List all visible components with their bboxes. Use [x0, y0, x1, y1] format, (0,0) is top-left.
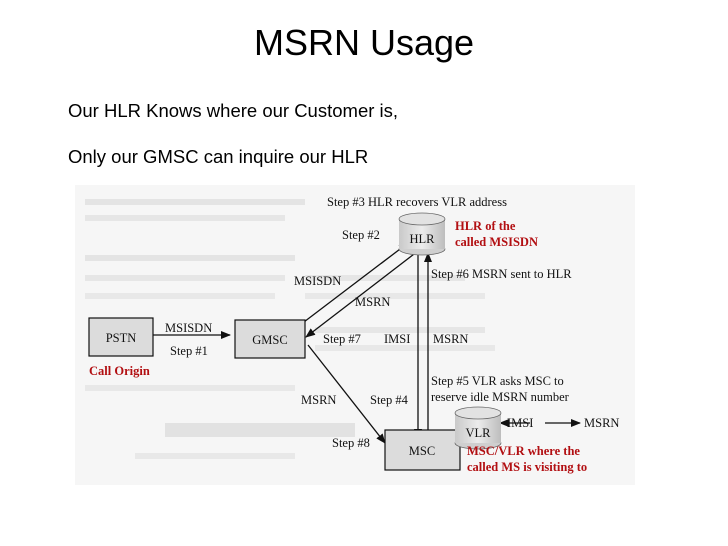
- slide-title: MSRN Usage: [253, 22, 475, 63]
- label-msisdn-gmsc-hlr: MSISDN: [294, 274, 341, 288]
- node-msc: MSC: [384, 429, 461, 471]
- msc-label: MSC: [409, 444, 435, 458]
- label-step6: Step #6 MSRN sent to HLR: [431, 267, 572, 281]
- label-msrn-msc-hlr: MSRN: [433, 332, 468, 346]
- bullet-line-2: Only our GMSC can inquire our HLR: [68, 146, 369, 167]
- node-vlr: VLR: [454, 406, 502, 450]
- hlr-label: HLR: [410, 232, 436, 246]
- node-gmsc: GMSC: [234, 319, 306, 359]
- hlr-note-line2: called MSISDN: [455, 235, 538, 249]
- msc-note-line2: called MS is visiting to: [467, 460, 587, 474]
- bullet-line-1: Our HLR Knows where our Customer is,: [68, 100, 399, 121]
- pstn-label: PSTN: [106, 331, 137, 345]
- label-step8: Step #8: [332, 436, 370, 450]
- gmsc-label: GMSC: [252, 333, 287, 347]
- label-step4: Step #4: [370, 393, 409, 407]
- node-pstn: PSTN: [88, 317, 154, 357]
- arrow-gmsc-msc: [307, 344, 386, 444]
- hlr-note-line1: HLR of the: [455, 219, 516, 233]
- label-call-origin: Call Origin: [89, 364, 150, 378]
- msc-note-line1: MSC/VLR where the: [467, 444, 580, 458]
- label-step5-line1: Step #5 VLR asks MSC to: [431, 374, 564, 388]
- label-msrn-vlr: MSRN: [584, 416, 619, 430]
- label-step7: Step #7: [323, 332, 361, 346]
- msrn-diagram-svg: PSTN GMSC MSC HLR VLR Step #3 HLR recove…: [75, 185, 635, 485]
- arrow-hlr-gmsc: [305, 250, 419, 338]
- label-imsi-hlr-msc: IMSI: [384, 332, 410, 346]
- label-msrn-hlr-gmsc: MSRN: [355, 295, 390, 309]
- label-step2: Step #2: [342, 228, 380, 242]
- label-msisdn-pstn: MSISDN: [165, 321, 212, 335]
- node-hlr: HLR: [398, 212, 446, 256]
- label-step3: Step #3 HLR recovers VLR address: [327, 195, 507, 209]
- arrow-gmsc-hlr: [299, 242, 409, 326]
- vlr-label: VLR: [466, 426, 492, 440]
- label-msrn-gmsc-msc: MSRN: [301, 393, 336, 407]
- label-imsi-vlr: IMSI: [507, 416, 533, 430]
- msrn-diagram: PSTN GMSC MSC HLR VLR Step #3 HLR recove…: [75, 185, 635, 485]
- label-step1: Step #1: [170, 344, 208, 358]
- connector-arrows: [152, 242, 581, 444]
- label-step5-line2: reserve idle MSRN number: [431, 390, 570, 404]
